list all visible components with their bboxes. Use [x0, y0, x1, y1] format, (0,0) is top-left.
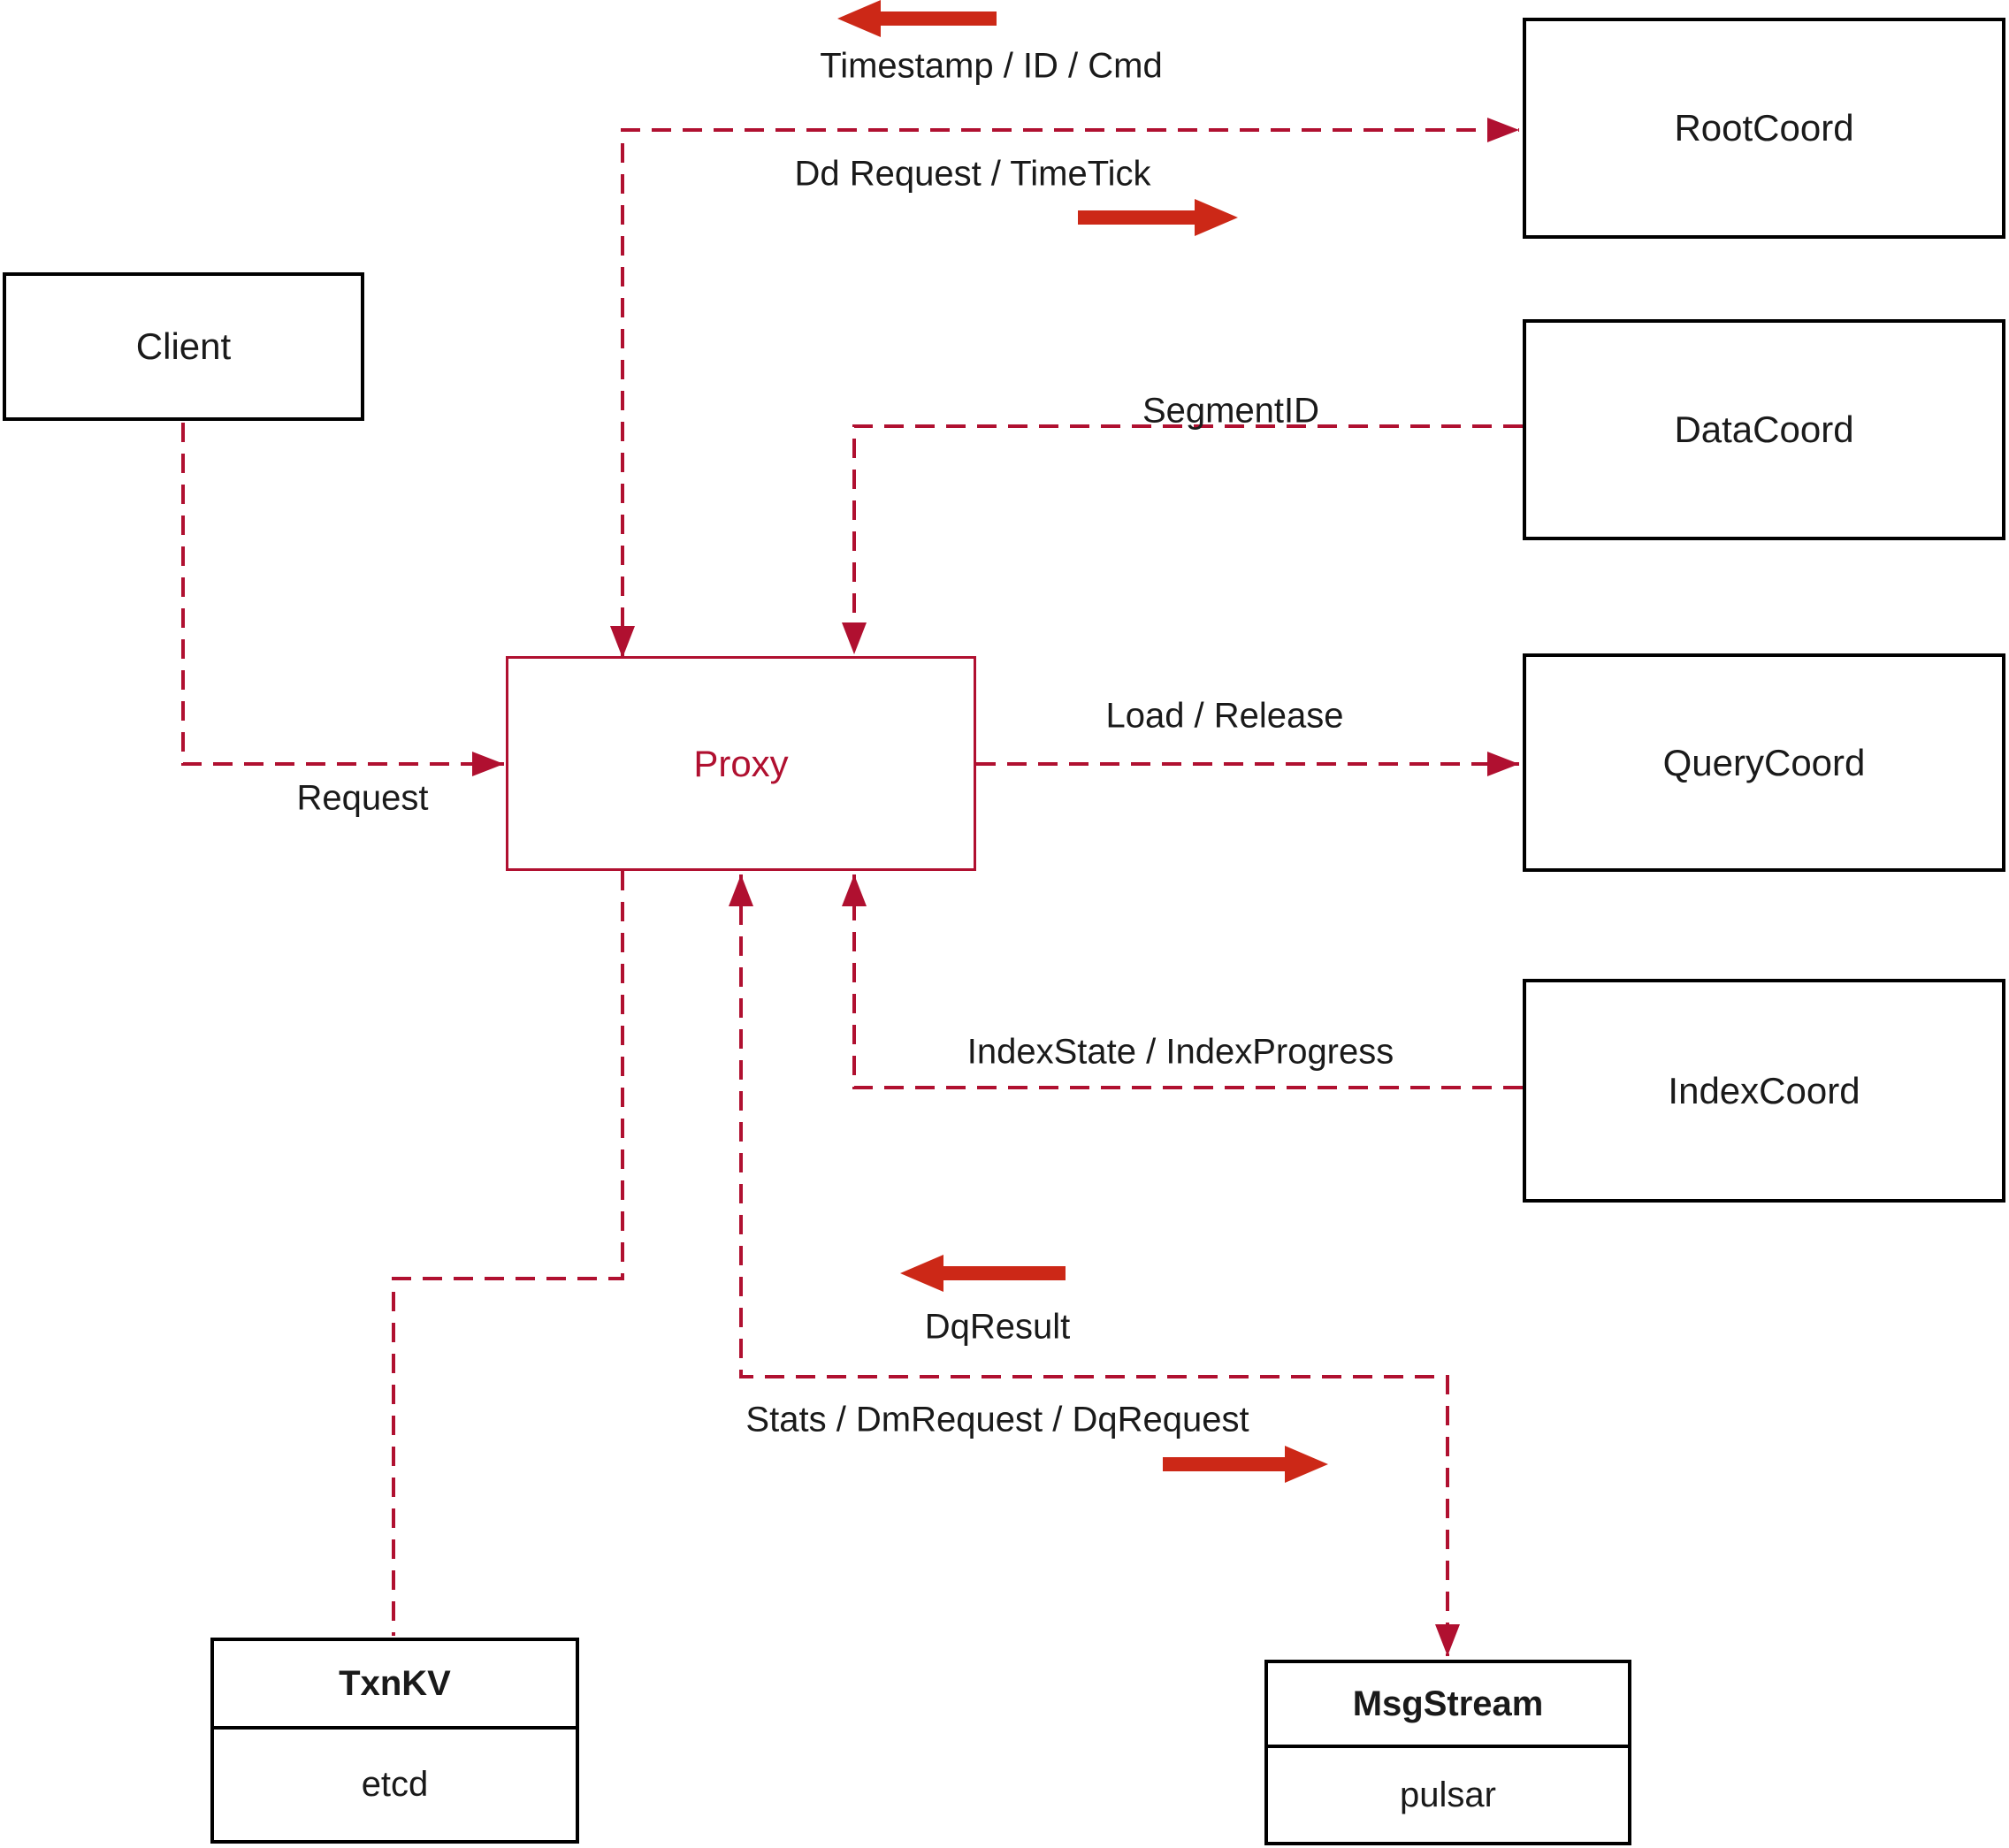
node-txnkv: TxnKV etcd	[210, 1638, 579, 1844]
node-datacoord: DataCoord	[1523, 319, 2005, 540]
edge-client-to-proxy	[181, 423, 504, 776]
node-indexcoord-label: IndexCoord	[1668, 1069, 1860, 1111]
edge-label-indexstate-indexprogress: IndexState / IndexProgress	[966, 1032, 1394, 1072]
edge-label-load-release: Load / Release	[1105, 696, 1344, 736]
node-txnkv-title: TxnKV	[214, 1641, 576, 1730]
node-rootcoord: RootCoord	[1523, 18, 2005, 239]
node-datacoord-label: DataCoord	[1674, 409, 1854, 450]
edge-proxy-msgstream	[729, 874, 1460, 1656]
node-msgstream-title: MsgStream	[1268, 1663, 1628, 1748]
arrow-right-ddrequest	[1078, 199, 1238, 236]
node-rootcoord-label: RootCoord	[1674, 107, 1854, 149]
edge-label-dd-request-timetick: Dd Request / TimeTick	[794, 154, 1151, 194]
edge-label-request: Request	[296, 778, 429, 818]
node-proxy-label: Proxy	[693, 742, 789, 784]
edge-label-stats-dmrequest-dqrequest: Stats / DmRequest / DqRequest	[745, 1400, 1249, 1439]
node-indexcoord: IndexCoord	[1523, 979, 2005, 1203]
edge-label-dqresult: DqResult	[924, 1307, 1071, 1347]
edge-datacoord-to-proxy	[842, 424, 1523, 654]
node-msgstream: MsgStream pulsar	[1264, 1660, 1631, 1845]
node-client: Client	[3, 272, 364, 421]
edge-label-timestamp-id-cmd: Timestamp / ID / Cmd	[820, 46, 1163, 86]
node-client-label: Client	[135, 325, 232, 367]
node-txnkv-impl: etcd	[361, 1765, 429, 1804]
arrow-right-dmrequest	[1163, 1446, 1328, 1483]
edge-proxy-to-txnkv	[392, 871, 624, 1636]
edge-label-segmentid: SegmentID	[1142, 391, 1320, 431]
node-msgstream-impl: pulsar	[1400, 1775, 1496, 1814]
arrow-left-timestamp	[837, 0, 997, 37]
arrow-left-dqresult	[900, 1255, 1066, 1292]
node-querycoord: QueryCoord	[1523, 653, 2005, 872]
node-querycoord-label: QueryCoord	[1662, 741, 1866, 783]
edge-proxy-rootcoord	[610, 118, 1519, 658]
node-proxy: Proxy	[506, 656, 976, 871]
